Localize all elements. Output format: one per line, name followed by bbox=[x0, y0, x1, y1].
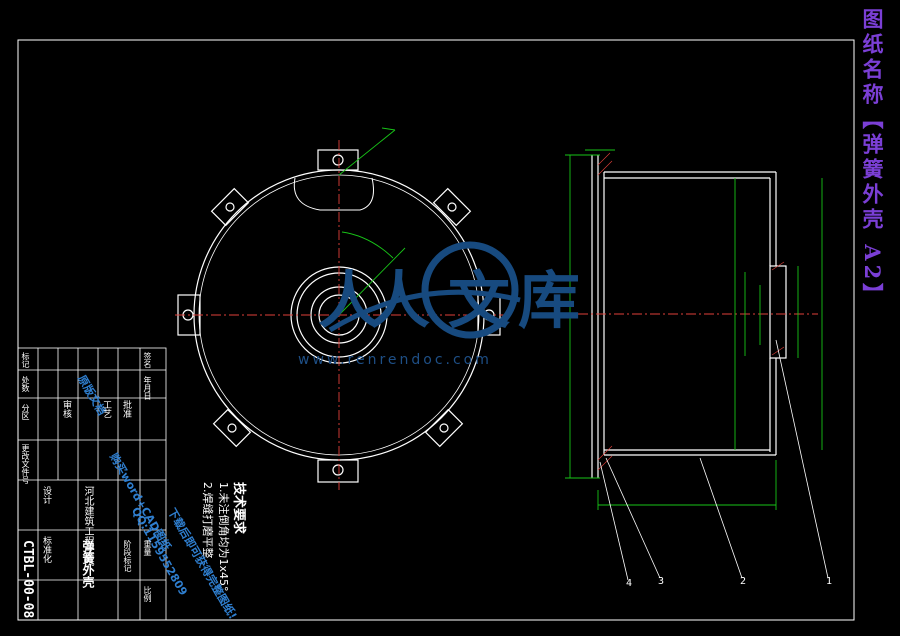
watermark-char-2: 人 bbox=[368, 264, 431, 337]
school-name: 河北建筑工程学院 bbox=[82, 486, 93, 566]
label-standardization: 标准化 bbox=[41, 536, 51, 563]
label-signature: 签名 bbox=[143, 352, 152, 368]
watermark-char-4: 库 bbox=[518, 264, 581, 337]
label-review: 审核 bbox=[61, 400, 71, 418]
label-date: 年月日 bbox=[143, 376, 152, 400]
drawing-frame bbox=[17, 39, 855, 621]
label-mark: 标记 bbox=[21, 352, 30, 368]
section-view-dimensions bbox=[565, 149, 823, 510]
callout-2: 2 bbox=[740, 576, 747, 587]
callout-3: 3 bbox=[658, 576, 665, 587]
tech-requirements-heading: 技术要求 bbox=[231, 482, 246, 535]
label-zone: 分区 bbox=[21, 404, 30, 420]
drawing-code: CTBL-00-08 bbox=[20, 540, 35, 619]
label-scale: 比例 bbox=[143, 586, 152, 602]
callout-4: 4 bbox=[626, 578, 633, 589]
title-block bbox=[17, 347, 167, 621]
drawing-title: 图纸名称【弹簧外壳 A2】 bbox=[860, 8, 885, 309]
section-hatch bbox=[597, 152, 785, 471]
part-name: 弹簧外壳 bbox=[81, 540, 95, 588]
section-view bbox=[591, 155, 787, 478]
label-stage: 阶段标记 bbox=[123, 540, 132, 572]
label-count: 处数 bbox=[21, 376, 30, 392]
label-process: 工艺 bbox=[101, 400, 111, 418]
callout-1: 1 bbox=[826, 576, 833, 587]
label-weight: 重量 bbox=[143, 540, 152, 556]
label-approve: 批准 bbox=[121, 400, 131, 418]
label-design: 设计 bbox=[41, 486, 51, 504]
watermark-url: www.renrendoc.com bbox=[298, 352, 492, 368]
leader-lines bbox=[599, 339, 829, 581]
label-change-doc: 更改文件号 bbox=[21, 444, 30, 484]
watermark-char-3: 文 bbox=[448, 264, 511, 337]
